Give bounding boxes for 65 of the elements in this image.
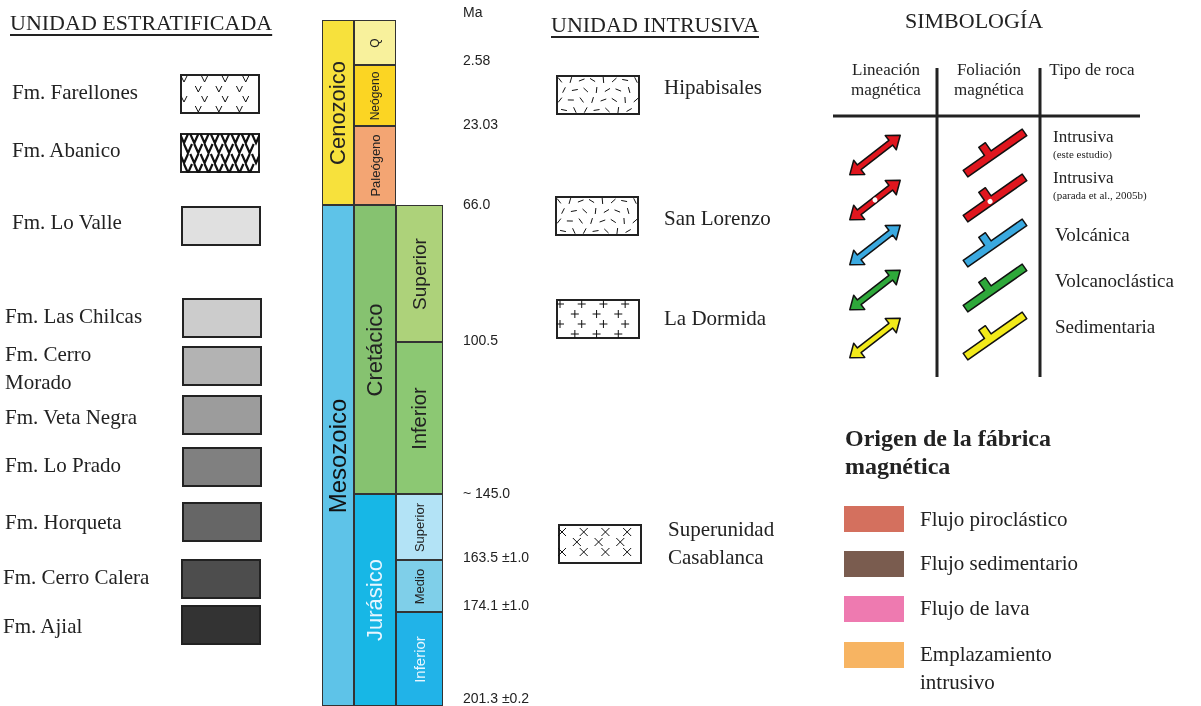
column-header: Foliación magnética — [953, 60, 1025, 100]
legend-label: Hipabisales — [664, 74, 763, 101]
epoch-band — [396, 612, 443, 706]
rock-type: Intrusiva — [1053, 168, 1115, 188]
rock-type: Intrusiva — [1053, 127, 1115, 147]
age-value: ~ 145.0 — [463, 485, 512, 502]
age-value: 66.0 — [463, 196, 492, 213]
legend-label: La Dormida — [664, 305, 768, 332]
time-unit-label: Q — [368, 37, 382, 48]
legend-label: Fm. Ajial — [3, 613, 84, 640]
time-unit-label: Medio — [412, 568, 427, 604]
age-value: 23.03 — [463, 116, 500, 133]
period-band — [354, 65, 396, 126]
legend-label: Flujo piroclástico — [920, 506, 1069, 533]
age-value: 174.1 ±1.0 — [463, 597, 531, 614]
period-band — [354, 126, 396, 205]
time-unit-label: Superior — [408, 237, 431, 310]
unit-label: Ma — [463, 4, 484, 21]
age-value: 100.5 — [463, 332, 500, 349]
legend-label: Fm. Lo Valle — [12, 209, 123, 236]
time-unit-label: Inferior — [411, 635, 428, 683]
legend-label: Fm. Horqueta — [5, 509, 123, 536]
time-unit-label: Neógeno — [368, 71, 382, 120]
age-value: 163.5 ±1.0 — [463, 549, 531, 566]
legend-label: Flujo de lava — [920, 595, 1031, 622]
legend-label: Emplazamiento intrusivo — [920, 641, 1053, 697]
legend-label: Fm. Cerro Morado — [5, 341, 93, 397]
time-unit-label: Inferior — [408, 386, 431, 450]
time-unit-label: Superior — [412, 502, 427, 552]
time-unit-label: Mesozoico — [324, 398, 352, 513]
time-unit-label: Paleógeno — [367, 134, 383, 197]
column-header: Tipo de roca — [1048, 60, 1136, 80]
time-unit-label: Cenozoico — [325, 60, 351, 165]
legend-heading: Origen de la fábrica magnética — [845, 425, 1052, 481]
section-heading: UNIDAD ESTRATIFICADA — [10, 10, 273, 36]
legend-label: Fm. Lo Prado — [5, 452, 123, 479]
period-band — [354, 205, 396, 494]
column-header: Lineación magnética — [850, 60, 922, 100]
legend-label: Superunidad Casablanca — [668, 516, 776, 572]
epoch-band — [396, 205, 443, 342]
rock-type: Volcánica — [1055, 224, 1131, 246]
source-note: (este estudio) — [1053, 148, 1113, 161]
section-heading: UNIDAD INTRUSIVA — [551, 12, 759, 38]
epoch-band — [396, 494, 443, 560]
legend-label: Flujo sedimentario — [920, 550, 1080, 577]
rock-type: Sedimentaria — [1055, 316, 1157, 338]
source-note: (parada et al., 2005b) — [1053, 189, 1148, 202]
legend-label: Fm. Veta Negra — [5, 404, 138, 431]
age-value: 2.58 — [463, 52, 492, 69]
rock-type: Volcanoclástica — [1055, 270, 1175, 292]
epoch-band — [396, 342, 443, 494]
era-band — [322, 20, 354, 205]
legend-label: Fm. Cerro Calera — [3, 564, 151, 591]
age-value: 201.3 ±0.2 — [463, 690, 531, 706]
legend-label: Fm. Abanico — [12, 137, 122, 164]
epoch-band — [396, 560, 443, 612]
time-unit-label: Jurásico — [362, 559, 388, 641]
period-band — [354, 494, 396, 706]
legend-label: San Lorenzo — [664, 205, 772, 232]
legend-label: Fm. Farellones — [12, 79, 139, 106]
section-heading: SIMBOLOGÍA — [905, 8, 1045, 34]
legend-label: Fm. Las Chilcas — [5, 303, 144, 330]
time-unit-label: Cretácico — [362, 303, 388, 396]
era-band — [322, 205, 354, 706]
period-band — [354, 20, 396, 65]
